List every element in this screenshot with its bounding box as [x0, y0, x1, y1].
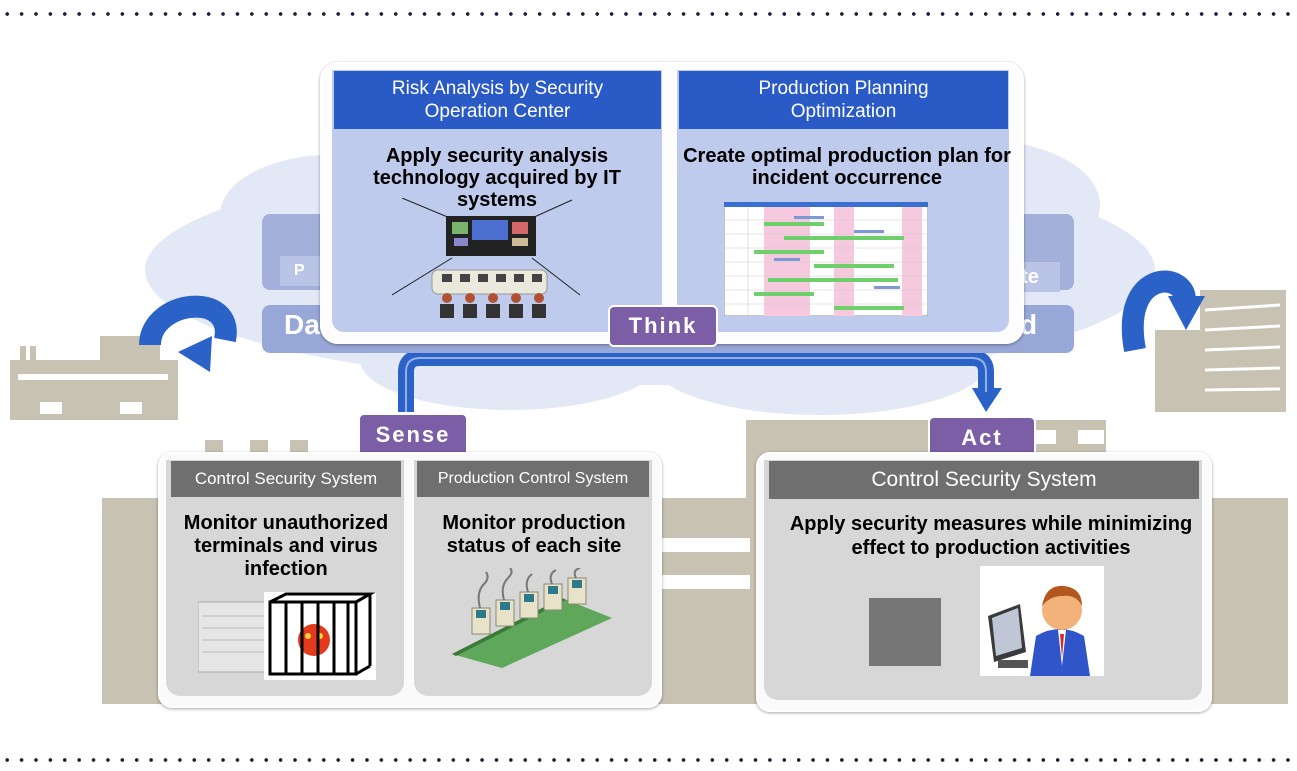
- risk-analysis-body: Apply security analysis technology acqui…: [373, 145, 621, 211]
- think-label: Think: [608, 305, 718, 347]
- background-bar-left-text: Da: [284, 309, 320, 340]
- background-bar-right-text: d: [1020, 309, 1038, 340]
- act-security-body: Apply security measures while minimizing…: [789, 513, 1193, 559]
- security-device-placeholder: [869, 598, 941, 666]
- bottom-dotted-divider: [0, 757, 1297, 763]
- security-operation-center-illustration: [392, 198, 581, 318]
- production-planning-body: Create optimal production plan for incid…: [683, 145, 1011, 189]
- sense-security-body: Monitor unauthorized terminals and virus…: [183, 512, 389, 580]
- sense-label: Sense: [358, 413, 468, 457]
- quarantined-virus-illustration: [198, 592, 376, 680]
- think-loop-arrow-head: [972, 388, 1002, 412]
- production-schedule-illustration: [724, 202, 928, 316]
- left-arrow-head: [178, 336, 212, 372]
- sense-production-title: Production Control System: [417, 461, 649, 497]
- sense-production-body: Monitor production status of each site: [442, 512, 626, 557]
- background-small-left: P: [280, 256, 324, 286]
- risk-analysis-title: Risk Analysis by Security Operation Cent…: [334, 71, 661, 129]
- right-curved-arrow: [1121, 270, 1196, 353]
- production-planning-title: Production Planning Optimization: [679, 71, 1008, 129]
- production-line-illustration: [452, 568, 612, 668]
- production-planning-title-text: Production Planning Optimization: [758, 78, 929, 122]
- act-security-title: Control Security System: [769, 461, 1199, 499]
- sense-security-title: Control Security System: [171, 461, 401, 497]
- right-arrow-head: [1168, 296, 1205, 330]
- sense-production-panel: [414, 460, 652, 696]
- operator-at-computer-illustration: [980, 566, 1104, 676]
- top-dotted-divider: [0, 11, 1297, 17]
- left-curved-arrow: [139, 295, 237, 347]
- risk-analysis-title-text: Risk Analysis by Security Operation Cent…: [391, 78, 604, 122]
